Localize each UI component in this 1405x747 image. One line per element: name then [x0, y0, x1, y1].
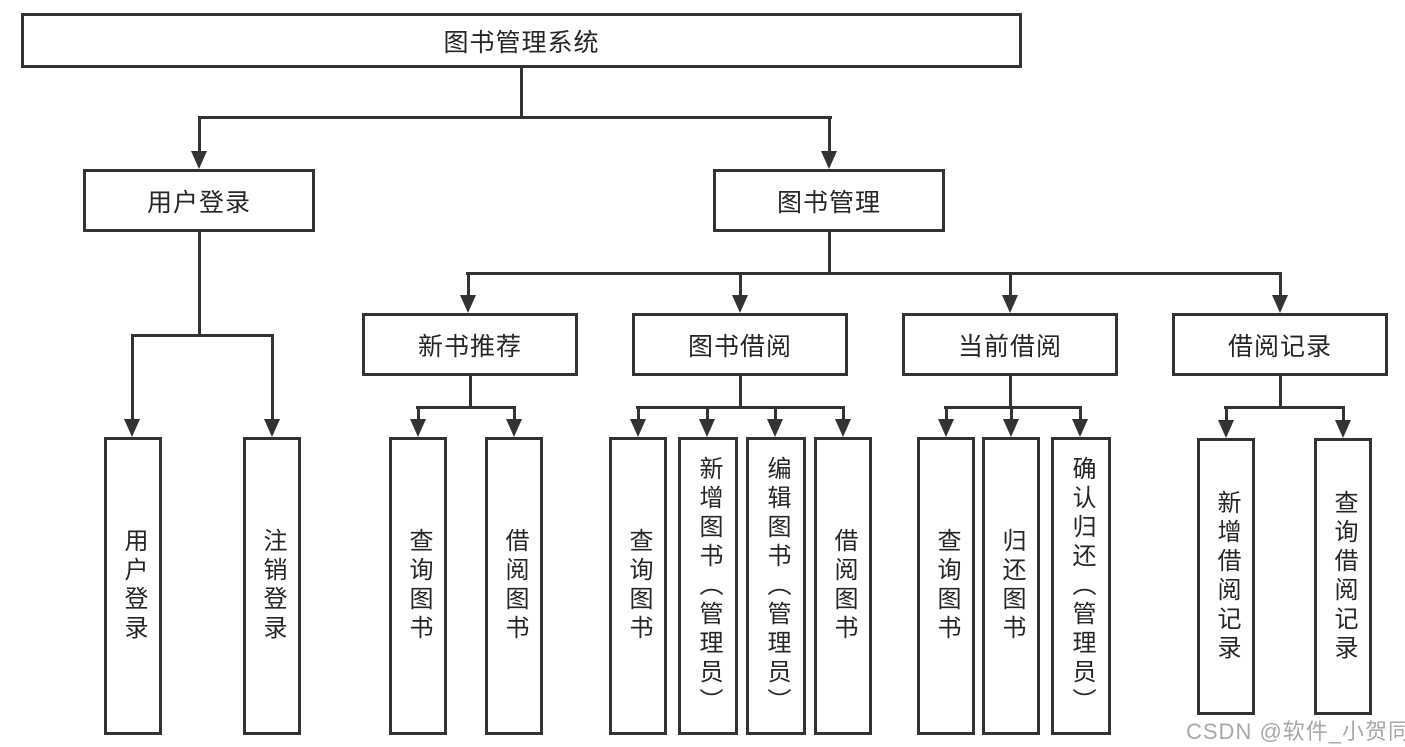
connector-vline [706, 406, 709, 421]
node-borrowing-records-label: 借阅记录 [1227, 332, 1332, 361]
connector-vline [1009, 376, 1012, 409]
node-book-borrowing-label: 图书借阅 [687, 332, 792, 361]
leaf-add-borrow-record-label: 新增借阅记录 [1213, 489, 1240, 664]
arrowhead-down-icon [264, 419, 280, 437]
node-book-borrowing: 图书借阅 [632, 313, 848, 376]
connector-hline [416, 406, 516, 409]
leaf-query-books-3-label: 查询图书 [933, 528, 960, 644]
node-book-management: 图书管理 [713, 169, 945, 232]
node-current-borrowing-label: 当前借阅 [957, 332, 1062, 361]
arrowhead-down-icon [732, 295, 748, 313]
arrowhead-down-icon [460, 295, 476, 313]
leaf-confirm-return-admin-label: 确认归还（管理员） [1068, 455, 1095, 717]
connector-vline [739, 376, 742, 409]
leaf-borrow-books-1-label: 借阅图书 [501, 528, 528, 644]
arrowhead-down-icon [767, 419, 783, 437]
csdn-watermark: CSDN @软件_小贺同学 [1186, 719, 1405, 744]
connector-vline [1279, 376, 1282, 409]
node-new-book-recommend: 新书推荐 [362, 313, 578, 376]
node-borrowing-records: 借阅记录 [1172, 313, 1388, 376]
node-user-login-label: 用户登录 [146, 188, 251, 217]
arrowhead-down-icon [835, 419, 851, 437]
node-current-borrowing: 当前借阅 [902, 313, 1118, 376]
leaf-return-book-label: 归还图书 [998, 528, 1025, 644]
connector-vline [637, 406, 640, 421]
leaf-query-books-1: 查询图书 [389, 437, 447, 735]
arrowhead-down-icon [191, 151, 207, 169]
connector-vline [1079, 406, 1082, 421]
connector-vline [417, 406, 420, 421]
leaf-add-book-admin: 新增图书（管理员） [678, 437, 738, 735]
connector-vline [467, 272, 470, 297]
leaf-edit-book-admin: 编辑图书（管理员） [746, 437, 806, 735]
leaf-query-borrow-record-label: 查询借阅记录 [1330, 489, 1357, 664]
connector-vline [520, 67, 523, 119]
arrowhead-down-icon [124, 419, 140, 437]
arrowhead-down-icon [630, 419, 646, 437]
connector-vline [1279, 272, 1282, 297]
leaf-borrow-books-2-label: 借阅图书 [830, 528, 857, 644]
arrowhead-down-icon [1335, 420, 1351, 438]
connector-vline [198, 116, 201, 154]
leaf-logout: 注销登录 [243, 437, 301, 735]
node-root-label: 图书管理系统 [443, 28, 600, 57]
arrowhead-down-icon [938, 419, 954, 437]
leaf-query-borrow-record: 查询借阅记录 [1314, 438, 1372, 715]
leaf-query-books-2: 查询图书 [609, 437, 667, 735]
connector-hline [636, 406, 845, 409]
leaf-user-login: 用户登录 [104, 437, 162, 735]
leaf-edit-book-admin-label: 编辑图书（管理员） [763, 455, 790, 717]
leaf-borrow-books-1: 借阅图书 [485, 437, 543, 735]
connector-hline [198, 116, 832, 119]
node-book-management-label: 图书管理 [776, 188, 881, 217]
leaf-query-books-1-label: 查询图书 [405, 528, 432, 644]
leaf-query-books-2-label: 查询图书 [625, 528, 652, 644]
connector-vline [513, 406, 516, 421]
connector-vline [828, 116, 831, 154]
leaf-logout-label: 注销登录 [259, 528, 286, 644]
arrowhead-down-icon [1218, 420, 1234, 438]
leaf-query-books-3: 查询图书 [917, 437, 975, 735]
arrowhead-down-icon [1003, 419, 1019, 437]
connector-vline [739, 272, 742, 297]
leaf-return-book: 归还图书 [982, 437, 1040, 735]
connector-hline [944, 406, 1082, 409]
arrowhead-down-icon [410, 419, 426, 437]
connector-vline [945, 406, 948, 421]
arrowhead-down-icon [821, 151, 837, 169]
node-new-book-recommend-label: 新书推荐 [417, 332, 522, 361]
connector-vline [198, 232, 201, 337]
leaf-add-borrow-record: 新增借阅记录 [1197, 438, 1255, 715]
connector-vline [1225, 406, 1228, 422]
connector-vline [271, 334, 274, 421]
connector-vline [1010, 406, 1013, 421]
leaf-user-login-label: 用户登录 [120, 528, 147, 644]
arrowhead-down-icon [506, 419, 522, 437]
arrowhead-down-icon [699, 419, 715, 437]
connector-vline [1342, 406, 1345, 422]
connector-vline [1009, 272, 1012, 297]
connector-vline [842, 406, 845, 421]
connector-hline [131, 334, 274, 337]
node-user-login: 用户登录 [83, 169, 315, 232]
connector-vline [469, 376, 472, 409]
leaf-confirm-return-admin: 确认归还（管理员） [1051, 437, 1111, 735]
connector-vline [774, 406, 777, 421]
leaf-borrow-books-2: 借阅图书 [814, 437, 872, 735]
connector-hline [466, 272, 1282, 275]
leaf-add-book-admin-label: 新增图书（管理员） [695, 455, 722, 717]
arrowhead-down-icon [1272, 295, 1288, 313]
connector-vline [828, 232, 831, 275]
connector-hline [1224, 406, 1345, 409]
node-root: 图书管理系统 [21, 13, 1022, 68]
arrowhead-down-icon [1072, 419, 1088, 437]
arrowhead-down-icon [1002, 295, 1018, 313]
connector-vline [131, 334, 134, 421]
